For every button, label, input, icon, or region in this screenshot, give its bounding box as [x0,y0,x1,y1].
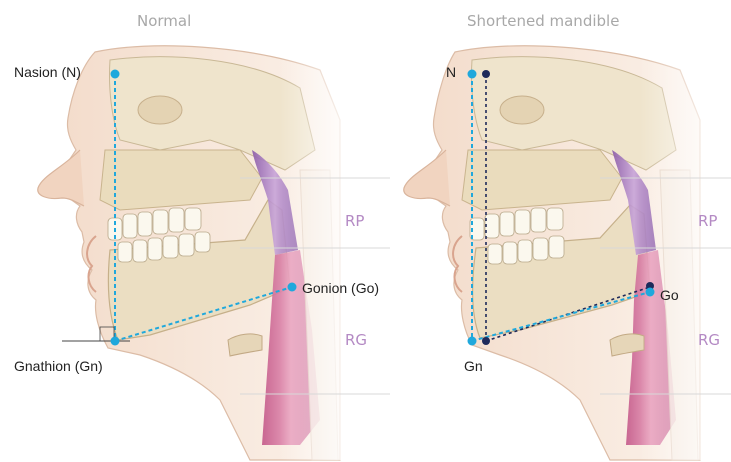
short-gnathion-label: Gn [464,358,483,374]
shortened-panel [404,40,731,460]
short-ref-gnathion-dot [482,337,490,345]
normal-panel-title: Normal [137,12,191,30]
normal-maxilla [100,150,262,210]
short-nasion-label: N [446,64,456,80]
short-rg-label: RG [698,331,720,349]
normal-panel [38,40,390,460]
normal-nose [38,150,84,206]
normal-orbit [138,96,182,124]
normal-rg-label: RG [345,331,367,349]
short-nasion-dot [468,70,477,79]
short-gnathion-dot [468,337,477,346]
normal-nasion-dot [111,70,120,79]
normal-rp-label: RP [345,212,364,230]
normal-gnathion-dot [111,337,120,346]
short-ref-nasion-dot [482,70,490,78]
short-gonion-dot [646,288,655,297]
normal-gonion-label: Gonion (Go) [302,280,379,296]
shortened-panel-title: Shortened mandible [467,12,619,30]
normal-gonion-dot [288,283,297,292]
short-orbit [500,96,544,124]
short-rp-label: RP [698,212,717,230]
normal-gnathion-label: Gnathion (Gn) [14,358,103,374]
short-gonion-label: Go [660,287,679,303]
normal-nasion-label: Nasion (N) [14,64,81,80]
short-nose [404,150,450,206]
